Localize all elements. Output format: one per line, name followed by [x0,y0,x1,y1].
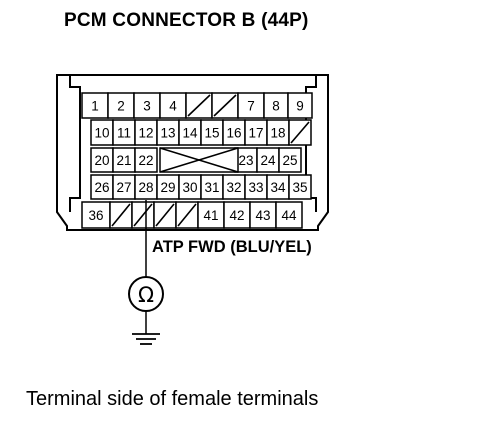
terminal-cavity-22 [134,147,158,173]
terminal-number: 32 [226,180,241,195]
terminal-cavity-2 [107,92,135,119]
terminal-cavity-1 [81,92,109,119]
terminal-cavity-8 [263,92,289,119]
terminal-number: 2 [117,99,125,114]
terminal-cavity-43 [249,201,277,229]
blocked-cavity-slash [177,203,197,227]
terminal-number: 13 [160,126,175,141]
terminal-number: 26 [94,180,109,195]
terminal-number: 10 [94,126,109,141]
terminal-cavity-9 [287,92,313,119]
terminal-number: 30 [182,180,197,195]
terminal-cavity-7 [237,92,265,119]
terminal-number: 29 [160,180,175,195]
connector-housing [56,74,329,231]
terminal-number: 36 [88,208,103,223]
terminal-number: 27 [116,180,131,195]
terminal-number: 23 [238,153,253,168]
terminal-number: 18 [270,126,285,141]
terminal-number: 3 [143,99,151,114]
terminal-number: 35 [292,180,307,195]
signal-label: ATP FWD (BLU/YEL) [152,238,312,256]
terminal-number: 28 [138,180,153,195]
terminal-number: 22 [138,153,153,168]
terminal-number: 44 [281,208,297,223]
terminal-number: 11 [117,126,131,141]
terminal-number: 25 [282,153,297,168]
terminal-number: 21 [116,153,131,168]
terminal-number: 16 [226,126,241,141]
terminal-cavity-35 [288,174,312,200]
terminal-cavity-44 [275,201,303,229]
terminal-number: 1 [91,99,99,114]
terminal-number: 14 [182,126,198,141]
terminal-number: 4 [169,99,177,114]
terminal-number: 9 [296,99,304,114]
blocked-cavity-slash [133,203,153,227]
terminal-number: 41 [203,208,218,223]
caption: Terminal side of female terminals [26,388,319,410]
diagram-title: PCM CONNECTOR B (44P) [64,10,309,31]
housing-left-latch [69,75,81,212]
terminal-number: 33 [248,180,263,195]
terminal-cavity-25 [278,147,302,173]
blocked-cavity-slash [213,94,237,117]
terminal-number: 7 [247,99,255,114]
ohmmeter-symbol: Ω [138,283,154,307]
blocked-cavity-slash [155,203,175,227]
terminal-number: 17 [248,126,263,141]
terminal-number: 43 [255,208,270,223]
terminal-number: 12 [138,126,153,141]
terminal-number: 31 [204,180,219,195]
terminal-cavity-3 [133,92,161,119]
terminal-cavity-36 [81,201,111,229]
blocked-cavity-slash [290,121,310,144]
terminal-number: 15 [204,126,219,141]
terminal-number: 24 [260,153,276,168]
blank-cavity-region [159,147,239,173]
terminal-number: 8 [272,99,280,114]
terminal-number: 20 [94,153,109,168]
blocked-cavity-slash [187,94,211,117]
blocked-cavity-slash [111,203,131,227]
terminal-number: 34 [270,180,286,195]
ground-icon [132,333,160,345]
terminal-number: 42 [229,208,244,223]
